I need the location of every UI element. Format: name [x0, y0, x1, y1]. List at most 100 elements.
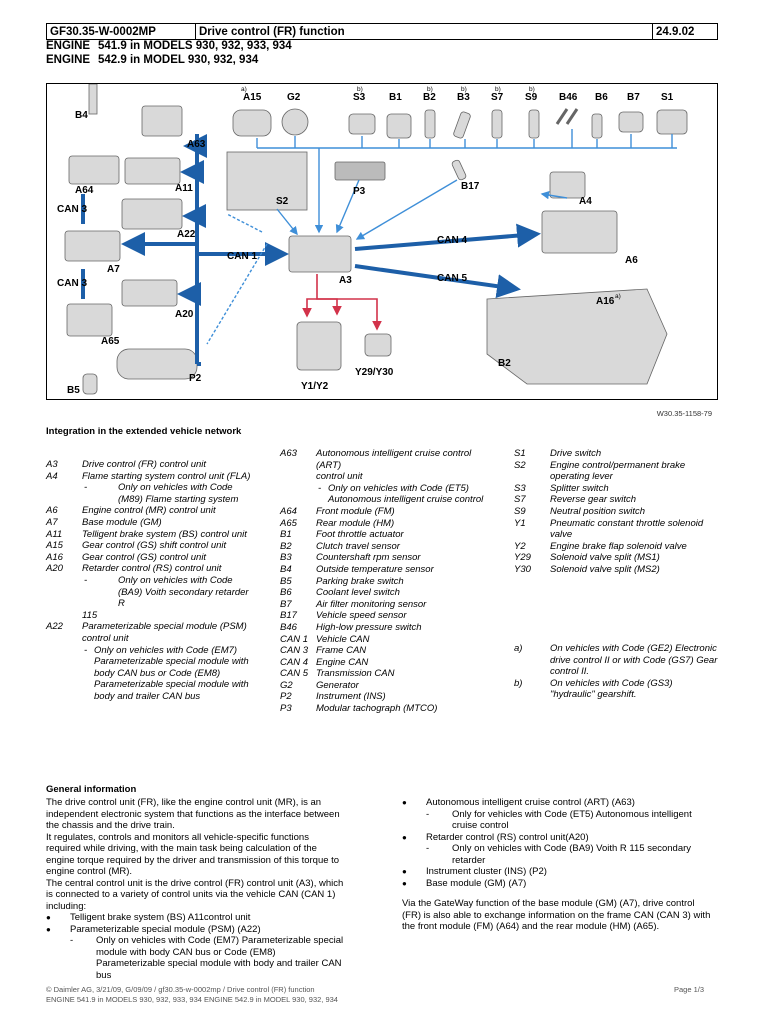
footer-page: Page 1/3 [673, 985, 704, 994]
a4-unit-shape [549, 171, 586, 199]
s2-photo-shape [226, 151, 308, 211]
legend-code: A15 [46, 540, 63, 552]
legend-desc: Pneumatic constant throttle solenoid val… [550, 517, 704, 541]
label-s3: S3 [353, 92, 366, 103]
legend-note-text: On vehicles with Code (GE2) Electronic d… [550, 643, 718, 678]
label-a3: A3 [339, 275, 352, 286]
general-info-title: General information [46, 784, 137, 795]
network-diagram-svg: B4 A63 A64 A11 CAN 3 A22 A7 CAN 1 CAN 3 … [57, 83, 688, 396]
label-a20: A20 [175, 309, 194, 320]
legend-code: G2 [280, 679, 293, 691]
legend-code [46, 610, 82, 622]
legend-desc: Generator [316, 679, 359, 691]
y29y30-valve-shape [364, 333, 392, 357]
legend-desc: Instrument (INS) [316, 691, 386, 703]
label-s2: S2 [276, 196, 289, 207]
b1-actuator-shape [386, 113, 412, 139]
bullet-item: ●Parameterizable special module (PSM) (A… [46, 924, 346, 936]
bullet-text: Telligent brake system (BS) A11control u… [70, 912, 251, 923]
p3-tachograph-shape [334, 161, 386, 181]
label-b17: B17 [461, 181, 480, 192]
legend-code: Y29 [514, 552, 531, 564]
label-a7: A7 [107, 264, 120, 275]
a63-unit-shape [141, 105, 183, 137]
b5-switch-shape [82, 373, 98, 395]
bullet-item: ●Autonomous intelligent cruise control (… [402, 797, 712, 809]
doc-id: GF30.35-W-0002MP [47, 24, 196, 39]
bullet-text: Base module (GM) (A7) [426, 877, 527, 889]
general-paragraph-1: The drive control unit (FR), like the en… [46, 797, 340, 831]
legend-title: Integration in the extended vehicle netw… [46, 426, 242, 437]
legend-sub-item: -Only on vehicles with Code (M89) Flame … [46, 482, 251, 505]
a7-unit-shape [64, 230, 121, 262]
general-right-bullets: ●Autonomous intelligent cruise control (… [402, 797, 712, 889]
legend-code: A4 [46, 470, 58, 482]
legend-code: B6 [280, 587, 292, 599]
legend-desc: Outside temperature sensor [316, 563, 434, 575]
bullet-item: ●Telligent brake system (BS) A11control … [46, 912, 346, 924]
label-a65: A65 [101, 336, 120, 347]
bullet-dot-icon: ● [402, 878, 407, 888]
label-can3-b: CAN 3 [57, 278, 87, 289]
a22-unit-shape [121, 198, 183, 230]
legend-sub-text: Only on vehicles with Code (EM7) Paramet… [94, 644, 249, 702]
legend-desc: Frame CAN [316, 645, 367, 657]
legend-desc: Reverse gear switch [550, 494, 637, 506]
legend-desc: control unit [316, 471, 363, 483]
legend-sub-item: -Only on vehicles with Code (ET5) Autono… [280, 483, 485, 506]
legend-desc: Neutral position switch [550, 505, 646, 517]
label-a22: A22 [177, 229, 196, 240]
label-p3: P3 [353, 186, 366, 197]
legend-code: CAN 5 [280, 668, 308, 680]
label-g2: G2 [287, 92, 301, 103]
legend-code: B3 [280, 552, 292, 564]
legend-desc: Engine brake flap solenoid valve [550, 540, 687, 552]
a6-unit-shape [541, 210, 618, 254]
legend-desc: Vehicle speed sensor [316, 610, 407, 622]
legend-item: Y1 Pneumatic constant throttle solenoid v… [514, 518, 719, 541]
legend-code: CAN 4 [280, 656, 308, 668]
a3-unit-shape [288, 235, 352, 273]
legend-sub-dash: - [84, 574, 88, 586]
bullet-text: Parameterizable special module (PSM) (A2… [70, 923, 261, 935]
legend-desc: Rear module (HM) [316, 517, 395, 529]
s3-switch-shape [348, 113, 376, 135]
label-s9-note: b) [529, 86, 535, 93]
label-b3-note: b) [461, 86, 467, 93]
legend-note: a)On vehicles with Code (GE2) Electronic… [514, 643, 719, 678]
label-b3: B3 [457, 92, 470, 103]
label-a63: A63 [187, 139, 206, 150]
legend-notes: a)On vehicles with Code (GE2) Electronic… [514, 643, 719, 701]
label-can1: CAN 1 [227, 251, 257, 262]
legend-code: S9 [514, 505, 526, 517]
bullet-sub-text: Only on vehicles with Code (BA9) Voith R… [452, 843, 692, 866]
legend-item: B3 Countershaft rpm sensor [280, 552, 485, 564]
bullet-dot-icon: ● [402, 832, 407, 842]
general-info-left: The drive control unit (FR), like the en… [46, 797, 346, 981]
legend-item: control unit [280, 471, 485, 483]
label-a16-note: a) [615, 293, 621, 300]
legend-code: Y1 [514, 517, 526, 529]
g2-generator-shape [281, 108, 309, 136]
legend-code: A7 [46, 516, 58, 528]
label-s1: S1 [661, 92, 674, 103]
legend-desc: Countershaft rpm sensor [316, 552, 421, 564]
legend-code: S1 [514, 448, 526, 459]
legend-item: 115 [46, 610, 251, 622]
legend-code: A6 [46, 505, 58, 517]
transmission-shape [486, 288, 668, 385]
